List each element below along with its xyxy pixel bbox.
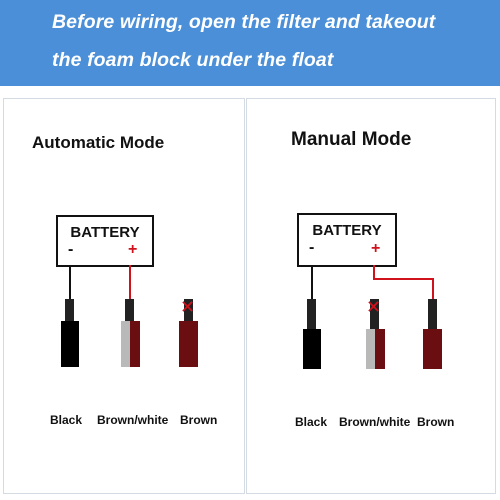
positive-lead-drop: [432, 278, 434, 300]
battery-label: BATTERY: [312, 222, 382, 239]
brown-white-cap-brown-half: [130, 321, 140, 367]
automatic-mode-panel: Automatic Mode BATTERY - + ✕ Black Brown…: [3, 98, 245, 494]
disconnected-x-icon: ✕: [366, 297, 382, 317]
instruction-banner: Before wiring, open the filter and takeo…: [0, 0, 500, 86]
label-black: Black: [50, 413, 83, 427]
battery-box: BATTERY - +: [56, 215, 154, 267]
manual-mode-title: Manual Mode: [291, 129, 412, 150]
brown-white-wire-stub: [370, 299, 379, 329]
black-wire-stub: [65, 299, 74, 321]
label-brown: Brown: [417, 415, 455, 429]
brown-white-cap-brown-half: [375, 329, 385, 369]
negative-terminal: -: [309, 239, 315, 256]
brown-wire-cap: [179, 321, 198, 367]
brown-white-cap-white-half: [366, 329, 375, 369]
positive-terminal: +: [128, 241, 138, 258]
automatic-mode-title: Automatic Mode: [32, 133, 165, 152]
label-brown-white: Brown/white: [97, 413, 169, 427]
negative-lead: [311, 265, 313, 301]
brown-wire-stub: [428, 299, 437, 329]
banner-line-2: the foam block under the float: [52, 49, 334, 71]
label-brown: Brown: [180, 413, 218, 427]
black-wire-cap: [303, 329, 321, 369]
label-black: Black: [295, 415, 328, 429]
disconnected-x-icon: ✕: [180, 297, 196, 317]
black-wire-cap: [61, 321, 79, 367]
positive-lead-horizontal: [373, 278, 434, 280]
banner-line-1: Before wiring, open the filter and takeo…: [52, 11, 436, 33]
positive-lead: [373, 265, 375, 279]
manual-mode-panel: Manual Mode BATTERY - + ✕ Black Brown/wh…: [246, 98, 496, 494]
negative-terminal: -: [68, 241, 74, 258]
negative-lead: [69, 265, 71, 301]
positive-lead: [129, 265, 131, 301]
brown-white-cap-white-half: [121, 321, 130, 367]
brown-wire-cap: [423, 329, 442, 369]
brown-white-wire-stub: [125, 299, 134, 321]
battery-label: BATTERY: [70, 224, 140, 241]
brown-wire-stub: [184, 299, 193, 321]
positive-terminal: +: [371, 240, 381, 257]
black-wire-stub: [307, 299, 316, 329]
battery-box: BATTERY - +: [297, 213, 397, 267]
label-brown-white: Brown/white: [339, 415, 411, 429]
